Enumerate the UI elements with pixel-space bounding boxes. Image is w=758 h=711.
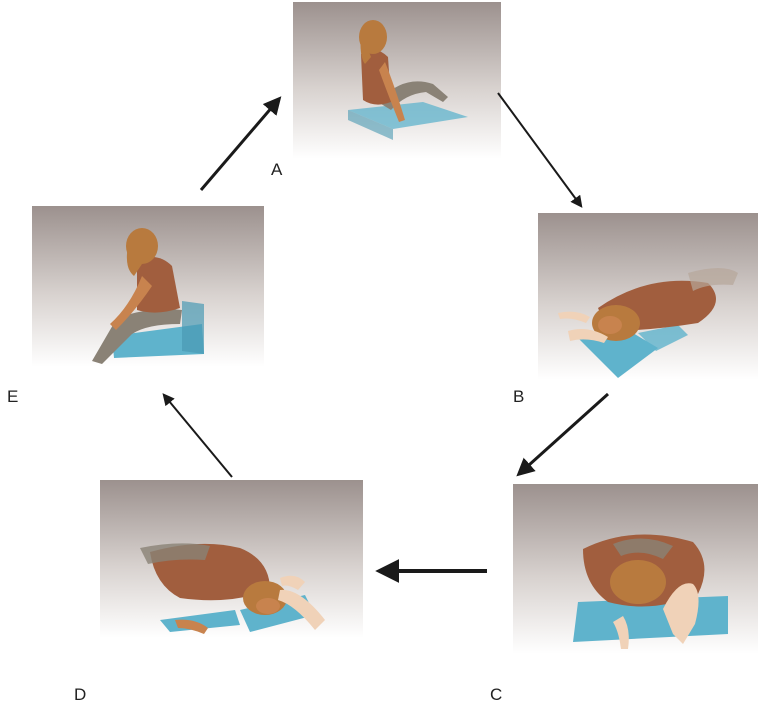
arrow-a-to-b [498,93,581,206]
panel-c-prone-image [513,484,758,654]
label-d: D [74,686,86,703]
label-a: A [271,161,282,178]
arrow-e-to-a [201,99,279,190]
arrow-d-to-e [164,395,232,477]
label-c: C [490,686,502,703]
panel-d-side-lying-image [100,480,363,638]
arrow-b-to-c [519,394,608,474]
label-e: E [7,388,18,405]
panel-a-sitting-image [293,2,501,159]
panel-e-sitting-edge-image [32,206,264,367]
panel-b-lying-image [538,213,758,380]
label-b: B [513,388,524,405]
